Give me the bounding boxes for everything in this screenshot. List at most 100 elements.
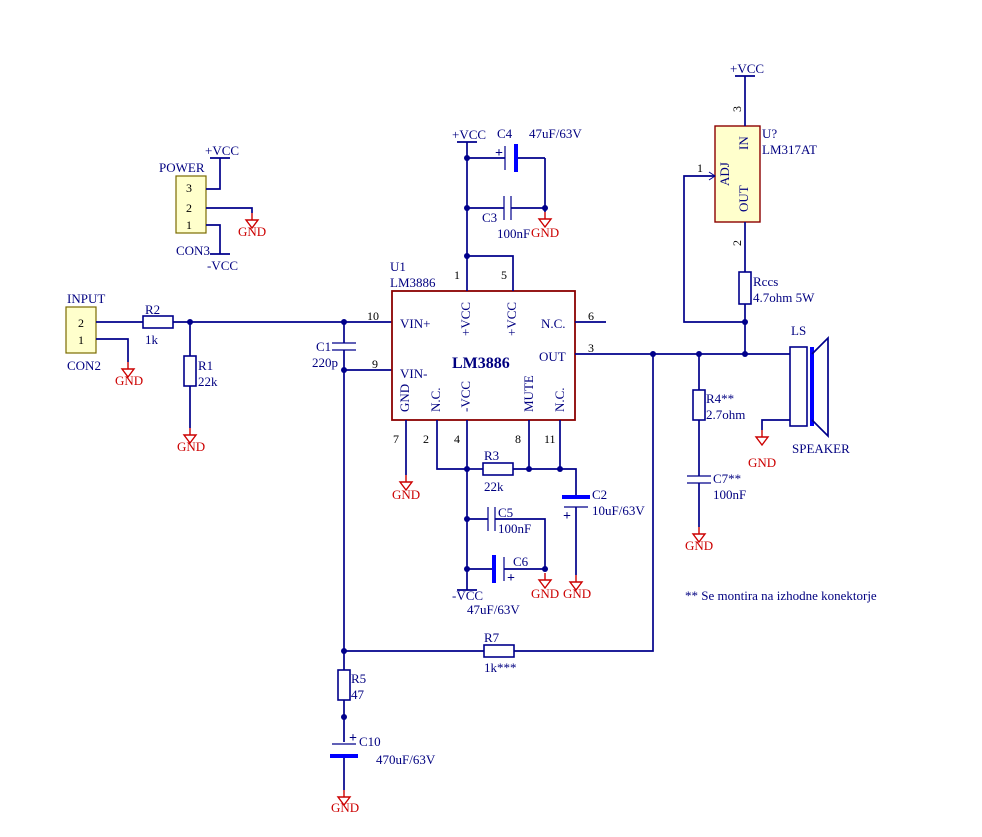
u1-pin-5: 5 bbox=[501, 268, 507, 282]
assembly-note: ** Se montira na izhodne konektorje bbox=[685, 588, 877, 603]
r7-ref: R7 bbox=[484, 630, 500, 645]
rccs-ref: Rccs bbox=[753, 274, 778, 289]
reg-pin-adj: ADJ bbox=[717, 162, 732, 186]
regulator-lm317: IN ADJ OUT U? LM317AT 3 2 1 +VCC bbox=[683, 61, 817, 325]
r4-value: 2.7ohm bbox=[706, 407, 745, 422]
u1-pin-11: 11 bbox=[544, 432, 556, 446]
power-pin-3: 3 bbox=[186, 181, 192, 195]
u1-label-vin-n: VIN- bbox=[400, 366, 427, 381]
rccs-value: 4.7ohm 5W bbox=[753, 290, 815, 305]
reg-pin-in: IN bbox=[736, 136, 751, 150]
r1-gnd: GND bbox=[177, 439, 205, 454]
u1-gnd-label: GND bbox=[392, 487, 420, 502]
r4-ref: R4** bbox=[706, 391, 734, 406]
r3-value: 22k bbox=[484, 479, 504, 494]
vcc-top-label: +VCC bbox=[452, 127, 486, 142]
u1-pin-6: 6 bbox=[588, 309, 594, 323]
power-pin-2: 2 bbox=[186, 201, 192, 215]
capacitor-c7: C7** 100nF GND bbox=[685, 471, 746, 553]
power-vcc-neg: -VCC bbox=[207, 258, 238, 273]
c2-gnd: GND bbox=[563, 586, 591, 601]
input-pin-2: 2 bbox=[78, 316, 84, 330]
u1-pin-2: 2 bbox=[423, 432, 429, 446]
reg-pin1-num: 1 bbox=[697, 161, 703, 175]
c7-gnd: GND bbox=[685, 538, 713, 553]
capacitor-c6: + C6 47uF/63V GND bbox=[467, 554, 559, 617]
power-connector: 3 2 1 POWER CON3 +VCC GND -VCC bbox=[159, 143, 266, 273]
capacitor-c5: C5 100nF bbox=[467, 505, 546, 569]
resistor-rccs: Rccs 4.7ohm 5W bbox=[738, 271, 815, 354]
power-connector-ref: CON3 bbox=[176, 243, 210, 258]
c6-vee-label: -VCC bbox=[452, 588, 483, 603]
r7-value: 1k*** bbox=[484, 660, 517, 675]
u1-title: LM3886 bbox=[452, 355, 510, 372]
input-gnd: GND bbox=[115, 373, 143, 388]
resistor-r2: R2 1k bbox=[96, 302, 174, 347]
u1-pin-7: 7 bbox=[393, 432, 399, 446]
r2-value: 1k bbox=[145, 332, 159, 347]
speaker-ls: LS SPEAKER GND bbox=[748, 323, 850, 470]
u1-label-vin-p: VIN+ bbox=[400, 316, 430, 331]
c10-plus: + bbox=[349, 731, 357, 746]
input-connector-title: INPUT bbox=[67, 291, 105, 306]
r5-value: 47 bbox=[351, 687, 365, 702]
u1-pin-10: 10 bbox=[367, 309, 379, 323]
input-connector-ref: CON2 bbox=[67, 358, 101, 373]
capacitor-c1: C1 220p bbox=[312, 322, 356, 370]
c1-value: 220p bbox=[312, 355, 338, 370]
c4-value: 47uF/63V bbox=[529, 126, 582, 141]
c7-value: 100nF bbox=[713, 487, 746, 502]
c2-value: 10uF/63V bbox=[592, 503, 645, 518]
reg-pin2-num: 2 bbox=[730, 240, 744, 246]
c6-value: 47uF/63V bbox=[467, 602, 520, 617]
u1-pin-4: 4 bbox=[454, 432, 460, 446]
power-vcc-pos: +VCC bbox=[205, 143, 239, 158]
power-gnd: GND bbox=[238, 224, 266, 239]
u1-label-out: OUT bbox=[539, 349, 566, 364]
capacitor-c10: + C10 470uF/63V GND bbox=[330, 731, 436, 815]
r1-value: 22k bbox=[198, 374, 218, 389]
c4-ref: C4 bbox=[497, 126, 513, 141]
reg-part: LM317AT bbox=[762, 142, 817, 157]
speaker-ref: LS bbox=[791, 323, 806, 338]
speaker-gnd: GND bbox=[748, 455, 776, 470]
reg-ref: U? bbox=[762, 126, 777, 141]
c10-ref: C10 bbox=[359, 734, 381, 749]
u1-pin-1: 1 bbox=[454, 268, 460, 282]
power-pin-1: 1 bbox=[186, 218, 192, 232]
c2-ref: C2 bbox=[592, 487, 607, 502]
capacitor-c2: + C2 10uF/63V GND bbox=[562, 487, 645, 601]
u1-pin-9: 9 bbox=[372, 357, 378, 371]
resistor-r5: R5 47 bbox=[337, 669, 366, 742]
resistor-r4: R4** 2.7ohm bbox=[692, 354, 745, 476]
capacitor-c4: + C4 47uF/63V bbox=[467, 126, 582, 172]
input-connector: 2 1 INPUT CON2 GND bbox=[65, 291, 143, 388]
u1-label-gnd: GND bbox=[397, 384, 412, 412]
c3-value: 100nF bbox=[497, 226, 530, 241]
resistor-r7: R7 1k*** bbox=[344, 630, 517, 675]
r2-ref: R2 bbox=[145, 302, 160, 317]
c3-gnd: GND bbox=[531, 225, 559, 240]
reg-vcc: +VCC bbox=[730, 61, 764, 76]
reg-pin3-num: 3 bbox=[730, 106, 744, 112]
c2-plus: + bbox=[563, 509, 571, 524]
u1-label-nc-top: N.C. bbox=[541, 316, 566, 331]
c6-plus: + bbox=[507, 571, 515, 586]
c5-ref: C5 bbox=[498, 505, 513, 520]
c5-value: 100nF bbox=[498, 521, 531, 536]
u1-pin-8: 8 bbox=[515, 432, 521, 446]
u1-pin-3: 3 bbox=[588, 341, 594, 355]
r5-ref: R5 bbox=[351, 671, 366, 686]
u1-part: LM3886 bbox=[390, 275, 436, 290]
u1-label-nc2: N.C. bbox=[552, 387, 567, 412]
u1-label-nc1: N.C. bbox=[428, 387, 443, 412]
u1-label-vcc1: +VCC bbox=[458, 302, 473, 336]
u1-label-mute: MUTE bbox=[521, 375, 536, 412]
c1-ref: C1 bbox=[316, 339, 331, 354]
c10-value: 470uF/63V bbox=[376, 752, 436, 767]
c7-ref: C7** bbox=[713, 471, 741, 486]
c6-gnd: GND bbox=[531, 586, 559, 601]
resistor-r3: R3 22k bbox=[467, 448, 560, 494]
ic-u1-lm3886: U1 LM3886 LM3886 VIN+ VIN- N.C. OUT +VCC… bbox=[367, 259, 594, 446]
